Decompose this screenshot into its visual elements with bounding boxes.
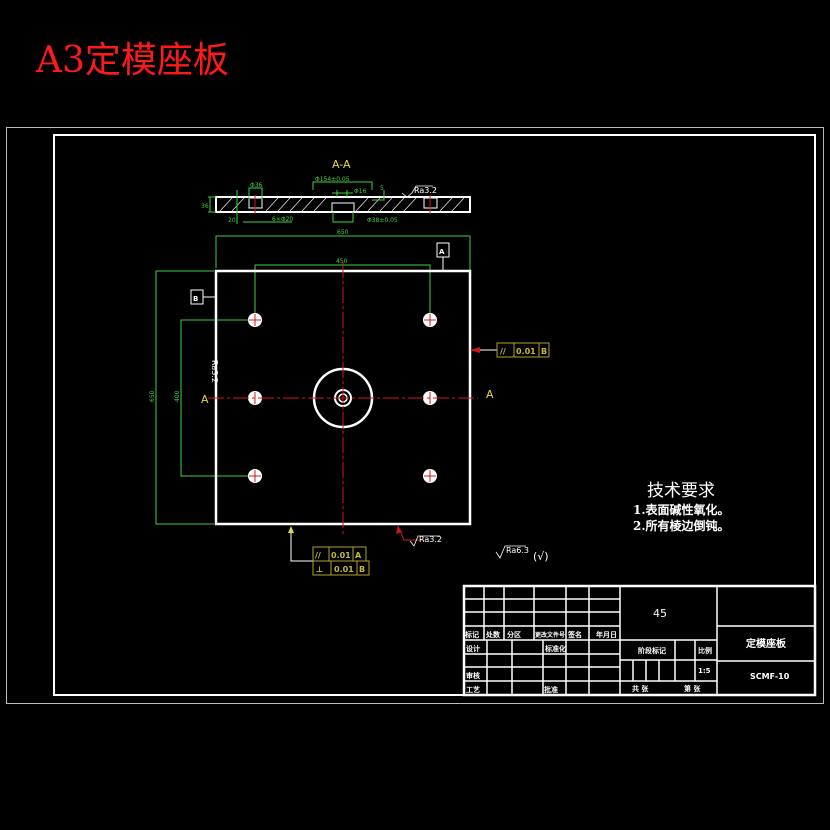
sheet-number: 第 张 [684,684,701,693]
inner-border [53,134,816,696]
roughness-left: Ra3.2 [210,360,219,383]
dim-depth: 5 [380,185,384,192]
sheet-count: 共 张 [632,684,649,693]
dim-hole-depth: 20 [228,217,236,224]
hdr-change-doc: 更改文件号 [535,631,565,639]
centerlines [208,262,478,534]
dim-thickness: 36 [201,203,209,210]
lbl-process: 工艺 [466,685,480,694]
lbl-stage: 阶段标记 [638,646,666,655]
svg-text:0.01: 0.01 [331,551,351,560]
svg-text:0.01: 0.01 [334,565,354,574]
drawing-title: A3定模座板 [35,40,229,81]
datum-a: A [439,248,445,256]
tech-requirements: 技术要求 1.表面碱性氧化。 2.所有棱边倒钝。 [633,481,730,533]
general-roughness: Ra6.3 (√) [495,545,549,563]
hdr-mark: 标记 [464,630,479,639]
lbl-review: 审核 [466,671,480,680]
hdr-sign: 签名 [567,630,582,639]
hatching [219,197,465,212]
svg-text:B: B [541,347,547,356]
section-mark-right: A [486,388,494,401]
drawing-number: SCMF-10 [750,672,790,681]
dim-bore: Φ154±0.05 [315,176,350,183]
svg-text:2.所有棱边倒钝。: 2.所有棱边倒钝。 [633,518,730,533]
section-mark-left: A [201,393,209,406]
svg-text:B: B [359,565,365,574]
datum-b: B [193,295,198,303]
dim-width: 650 [337,229,349,236]
section-view: A-A Φ154±0.05 Φ36 Φ16 5 36 20 6×Φ20 Φ38±… [201,158,471,224]
part-name: 定模座板 [746,637,787,650]
roughness-bottom: Ra3.2 [419,535,442,544]
dim-center-bore: Φ38±0.05 [367,217,398,224]
svg-text://: // [315,551,321,560]
svg-text:(√): (√) [533,550,549,563]
svg-text:A: A [355,551,362,560]
lbl-approve: 批准 [544,685,558,694]
plan-view: 650 450 650 400 A B A A Ra3.2 // 0.01 [149,229,550,576]
tolerance-frame-right [496,342,550,358]
lbl-standard: 标准化 [544,644,566,653]
dim-height: 650 [149,390,156,402]
outer-frame [6,127,824,704]
dim-hole-span-y: 400 [174,390,181,402]
lbl-design: 设计 [466,644,480,653]
hdr-count: 处数 [485,630,501,639]
lbl-scale: 比例 [698,646,712,655]
dim-counterbore: Φ36 [250,182,263,189]
svg-text://: // [500,347,506,356]
svg-text:⊥: ⊥ [316,565,323,574]
svg-text:1.表面碱性氧化。: 1.表面碱性氧化。 [633,502,730,517]
tech-heading: 技术要求 [647,481,715,501]
section-outline [215,196,471,213]
svg-text:Ra6.3: Ra6.3 [506,546,529,555]
svg-text:0.01: 0.01 [516,347,536,356]
section-label: A-A [332,158,351,171]
tolerance-frame-perpendicular [312,560,370,576]
title-block [462,584,817,697]
section-roughness: Ra3.2 [414,186,437,195]
hdr-zone: 分区 [507,630,521,639]
material: 45 [653,607,667,620]
dim-hole-span-x: 450 [336,258,348,265]
hdr-date: 年月日 [596,630,617,639]
dim-holes: 6×Φ20 [272,216,293,223]
center-bore [331,202,355,213]
scale-value: 1:5 [698,667,711,675]
dim-small-bore: Φ16 [354,188,367,195]
